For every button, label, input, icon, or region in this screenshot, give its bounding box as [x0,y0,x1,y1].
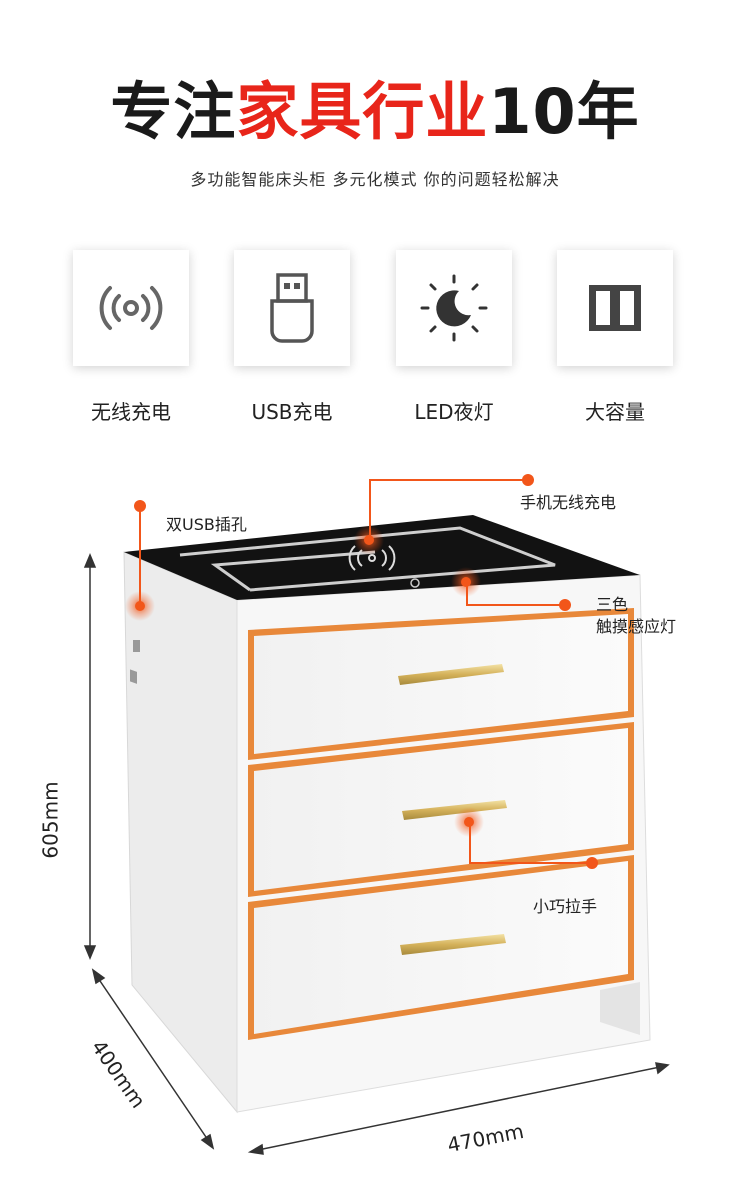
touch-button [410,578,420,588]
drawer-top-face [254,614,628,754]
callout-touch-light-line1: 三色 [596,595,629,614]
drawer-handle [400,934,506,955]
page-subtitle: 多功能智能床头柜 多元化模式 你的问题轻松解决 [190,170,560,189]
wireless-charging-icon [99,286,163,330]
title-part-3: 10年 [488,75,640,148]
usb-drive-icon [270,273,314,343]
feature-label: USB充电 [251,400,333,424]
drawer-handle [398,664,504,685]
feature-card [234,250,350,366]
dimension-height: 605mm [38,781,63,859]
feature-card [557,250,673,366]
callout-usb-ports: 双USB插孔 [166,515,247,534]
usb-port [130,669,137,684]
callout-touch-light-line2: 触摸感应灯 [596,617,677,636]
feature-large-capacity: 大容量 [557,250,673,424]
glass-top [124,515,640,600]
callout-dots [134,474,598,869]
drawer-handle [402,800,507,820]
callout-wireless-charging: 手机无线充电 [520,493,617,512]
night-light-moon-icon [420,274,488,342]
cabinet-base-recess [600,982,640,1035]
title-part-2: 家具行业 [236,75,489,148]
title-part-1: 专注 [110,75,237,148]
feature-led-night-light: LED夜灯 [396,250,512,424]
usb-port [133,640,140,652]
feature-label: 大容量 [585,400,645,424]
top-led-ring [179,526,556,592]
page-title: 专注家具行业10年 [0,72,750,152]
callout-handle: 小巧拉手 [533,897,598,916]
cabinet-side [123,551,238,1114]
feature-label: LED夜灯 [414,400,494,424]
callout-glows [125,525,484,837]
feature-usb-charging: USB充电 [234,250,350,424]
storage-capacity-icon [589,285,641,331]
feature-card [396,250,512,366]
dimension-lines [83,553,670,1155]
feature-label: 无线充电 [91,400,171,424]
feature-card [73,250,189,366]
feature-wireless-charging: 无线充电 [73,250,189,424]
